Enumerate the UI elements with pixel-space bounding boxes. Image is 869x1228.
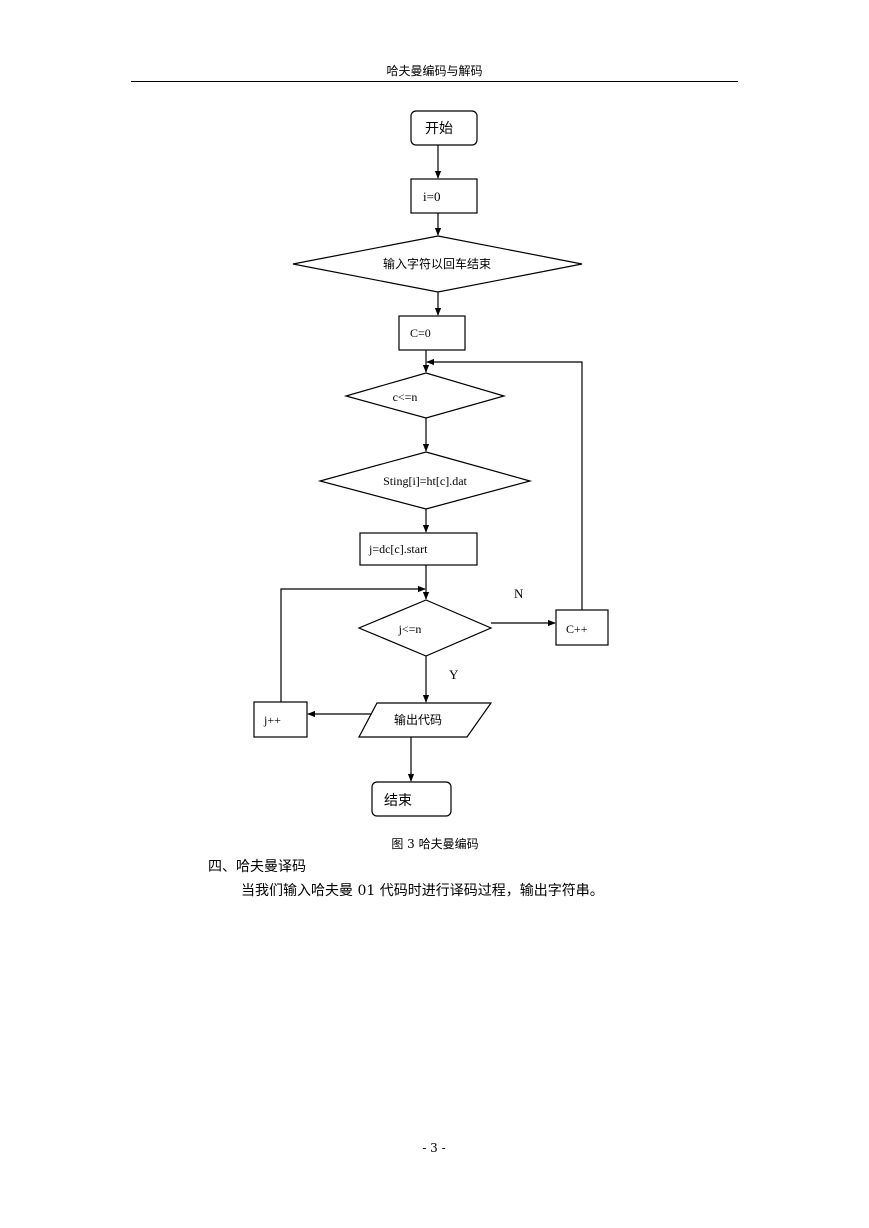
cond-j-label: j<=n	[398, 622, 422, 636]
yes-label: Y	[449, 667, 459, 682]
cond-c-label: c<=n	[393, 390, 418, 404]
output-node: 输出代码	[358, 702, 493, 738]
inc-j-node: j++	[253, 701, 308, 738]
section-heading: 四、哈夫曼译码	[208, 859, 306, 875]
init-c-label: C=0	[410, 326, 431, 340]
assign-string-label: Sting[i]=ht[c].dat	[383, 474, 467, 488]
assign-j-node: j=dc[c].start	[359, 532, 478, 566]
inc-c-label: C++	[566, 622, 588, 636]
start-node: 开始	[410, 110, 478, 146]
inc-j-label: j++	[263, 713, 281, 727]
loop-incc-to-condc	[426, 358, 583, 610]
cond-j-node: j<=n	[357, 599, 493, 657]
init-i-label: i=0	[423, 189, 440, 204]
end-node: 结束	[371, 781, 452, 817]
header-rule	[131, 81, 738, 82]
end-label: 结束	[384, 793, 412, 809]
cond-c-node: c<=n	[343, 372, 507, 419]
page-number: - 3 -	[422, 1141, 446, 1155]
start-label: 开始	[425, 121, 453, 137]
assign-j-label: j=dc[c].start	[368, 542, 428, 556]
figure-caption: 图 3 哈夫曼编码	[391, 837, 479, 851]
page-header: 哈夫曼编码与解码	[386, 64, 483, 78]
init-i-node: i=0	[410, 178, 478, 214]
input-node: 输入字符以回车结束	[292, 235, 583, 293]
assign-string-node: Sting[i]=ht[c].dat	[317, 451, 533, 510]
init-c-node: C=0	[398, 315, 466, 351]
loop-incj-to-condj	[280, 585, 426, 702]
input-label: 输入字符以回车结束	[383, 256, 491, 271]
body-paragraph: 当我们输入哈夫曼 01 代码时进行译码过程，输出字符串。	[241, 883, 604, 899]
no-label: N	[514, 586, 524, 601]
output-label: 输出代码	[394, 712, 442, 727]
inc-c-node: C++	[555, 609, 609, 646]
